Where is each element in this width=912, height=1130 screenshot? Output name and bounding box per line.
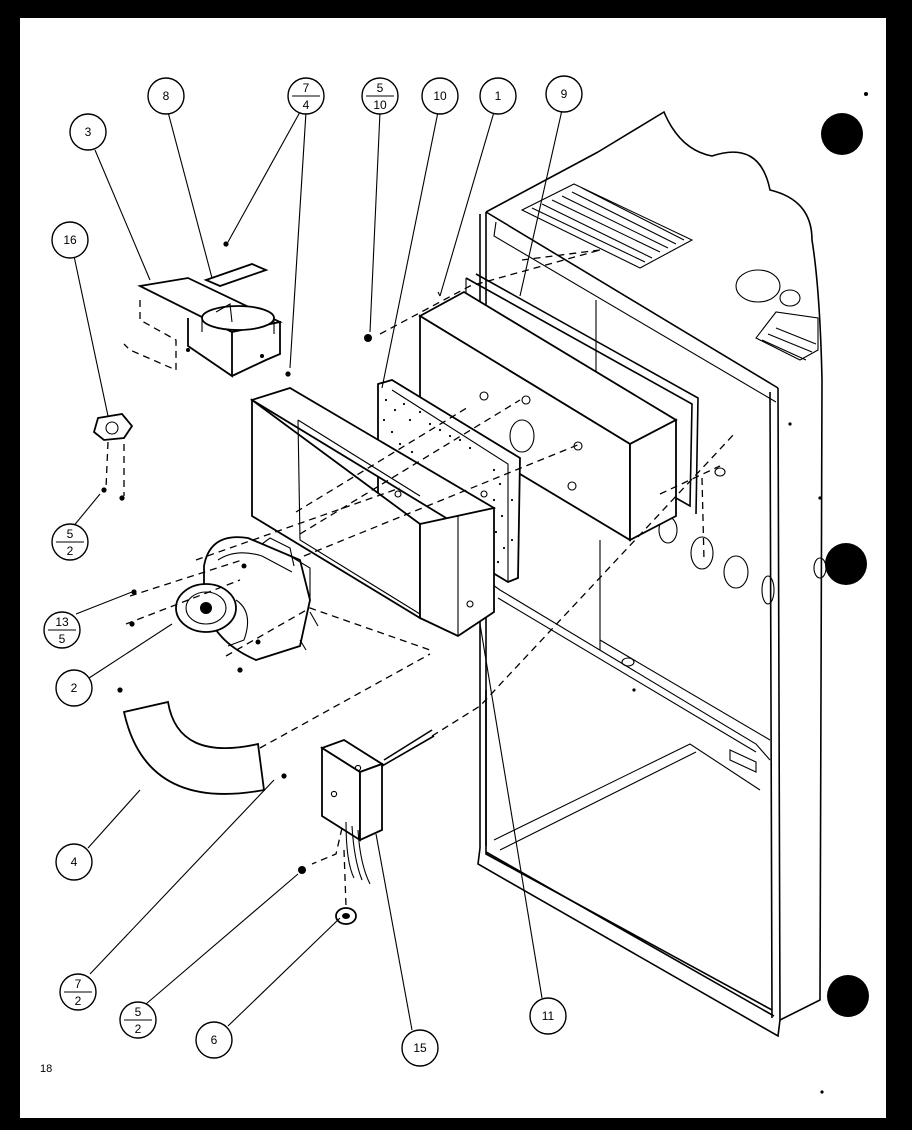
gasket-part-8 (203, 263, 269, 287)
svg-text:7: 7 (75, 977, 82, 991)
callout-16: 16 (51, 221, 89, 259)
svg-text:10: 10 (433, 89, 447, 103)
svg-text:11: 11 (542, 1009, 555, 1023)
callout-6: 6 (195, 1021, 233, 1059)
svg-text:9: 9 (561, 87, 568, 101)
svg-text:5: 5 (377, 81, 384, 95)
callout-10: 10 (421, 77, 459, 115)
inducer-blower-part-2 (175, 536, 319, 661)
hardware-screws (101, 241, 372, 925)
callout-5-over-10: 5 10 (361, 77, 399, 115)
junction-box-part-15 (319, 729, 435, 885)
svg-text:2: 2 (135, 1022, 142, 1036)
leader-lines (71, 109, 563, 1031)
svg-text:16: 16 (63, 233, 77, 247)
callout-13-over-5: 13 5 (43, 611, 81, 649)
callout-5-over-2-b: 5 2 (119, 1001, 157, 1039)
svg-text:5: 5 (59, 632, 66, 646)
callout-15: 15 (401, 1029, 439, 1067)
callout-5-over-2-a: 5 2 (51, 523, 89, 561)
furnace-cabinet (477, 92, 868, 1094)
top-louvres (520, 183, 819, 361)
svg-text:2: 2 (67, 544, 74, 558)
page-number: 18 (40, 1063, 52, 1075)
heat-shield-part-4 (122, 700, 266, 795)
svg-text:2: 2 (71, 681, 78, 695)
pressure-switch-part-16 (92, 413, 134, 441)
callout-7-over-4: 7 4 (287, 77, 325, 115)
svg-text:7: 7 (303, 81, 310, 95)
svg-text:15: 15 (413, 1041, 427, 1055)
svg-text:4: 4 (303, 98, 310, 112)
flue-transition-part-3 (137, 277, 283, 378)
callout-2: 2 (55, 669, 93, 707)
svg-text:4: 4 (71, 855, 78, 869)
callout-8: 8 (147, 77, 185, 115)
callout-4: 4 (55, 843, 93, 881)
collector-box-part-1 (418, 290, 678, 542)
binder-holes (821, 113, 869, 1017)
svg-text:3: 3 (85, 125, 92, 139)
callout-1: 1 (479, 77, 517, 115)
callout-11: 11 (529, 997, 567, 1035)
svg-text:13: 13 (55, 615, 69, 629)
svg-text:1: 1 (495, 89, 502, 103)
svg-text:6: 6 (211, 1033, 218, 1047)
svg-text:10: 10 (373, 98, 387, 112)
callout-3: 3 (69, 113, 107, 151)
callout-7-over-2: 7 2 (59, 973, 97, 1011)
callout-9: 9 (545, 75, 583, 113)
assembly-guide-lines (105, 249, 737, 907)
svg-text:5: 5 (135, 1005, 142, 1019)
blower-housing-part-11 (249, 387, 497, 638)
svg-text:2: 2 (75, 994, 82, 1008)
svg-text:8: 8 (163, 89, 170, 103)
svg-text:5: 5 (67, 527, 74, 541)
